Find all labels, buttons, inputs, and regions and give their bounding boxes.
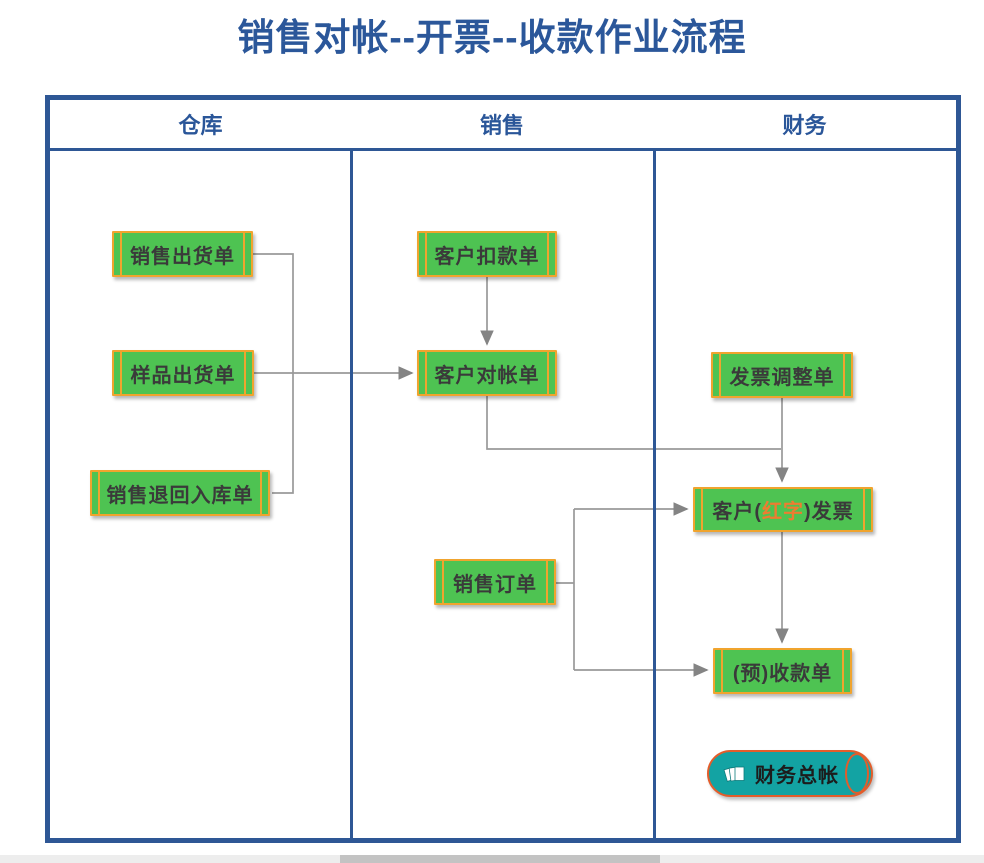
- node-label: 财务总帐: [755, 765, 839, 787]
- node-label: (预)收款单: [732, 662, 833, 685]
- page-title: 销售对帐--开票--收款作业流程: [237, 17, 747, 58]
- lane-divider-1: [350, 151, 353, 843]
- lane-header-finance: 财务: [782, 113, 827, 138]
- node-label-prefix: 客户(: [712, 501, 762, 523]
- horizontal-scrollbar-track[interactable]: [0, 855, 984, 863]
- documents-icon: [723, 763, 747, 784]
- node-label: 客户对帐单: [434, 364, 540, 387]
- lane-divider-2: [653, 151, 656, 843]
- node-label-highlight: 红字: [762, 501, 804, 523]
- cylinder-end-cap: [845, 753, 869, 794]
- node-customer-red-invoice[interactable]: 客户(红字)发票: [693, 487, 873, 532]
- node-label: 销售退回入库单: [106, 484, 254, 507]
- lane-header-warehouse: 仓库: [178, 113, 223, 138]
- node-label: 客户扣款单: [434, 245, 540, 268]
- lane-header-sales: 销售: [479, 113, 524, 138]
- node-sales-return-receipt[interactable]: 销售退回入库单: [90, 470, 270, 516]
- node-label: 销售订单: [453, 573, 537, 596]
- node-general-ledger[interactable]: 财务总帐: [707, 750, 873, 797]
- node-sample-shipment-order[interactable]: 样品出货单: [112, 350, 254, 396]
- node-label: 样品出货单: [130, 364, 236, 387]
- lane-header-row: 仓库 销售 财务: [45, 95, 961, 151]
- horizontal-scrollbar-thumb[interactable]: [340, 855, 660, 863]
- node-label: 销售出货单: [130, 245, 235, 268]
- node-label-suffix: )发票: [804, 501, 854, 523]
- node-customer-statement[interactable]: 客户对帐单: [417, 350, 557, 396]
- node-customer-deduction-order[interactable]: 客户扣款单: [417, 231, 557, 277]
- node-sales-order[interactable]: 销售订单: [434, 559, 556, 605]
- node-invoice-adjustment[interactable]: 发票调整单: [711, 352, 853, 398]
- node-advance-receipt[interactable]: (预)收款单: [713, 648, 852, 694]
- node-sales-shipment-order[interactable]: 销售出货单: [112, 231, 253, 277]
- node-label: 发票调整单: [729, 366, 835, 389]
